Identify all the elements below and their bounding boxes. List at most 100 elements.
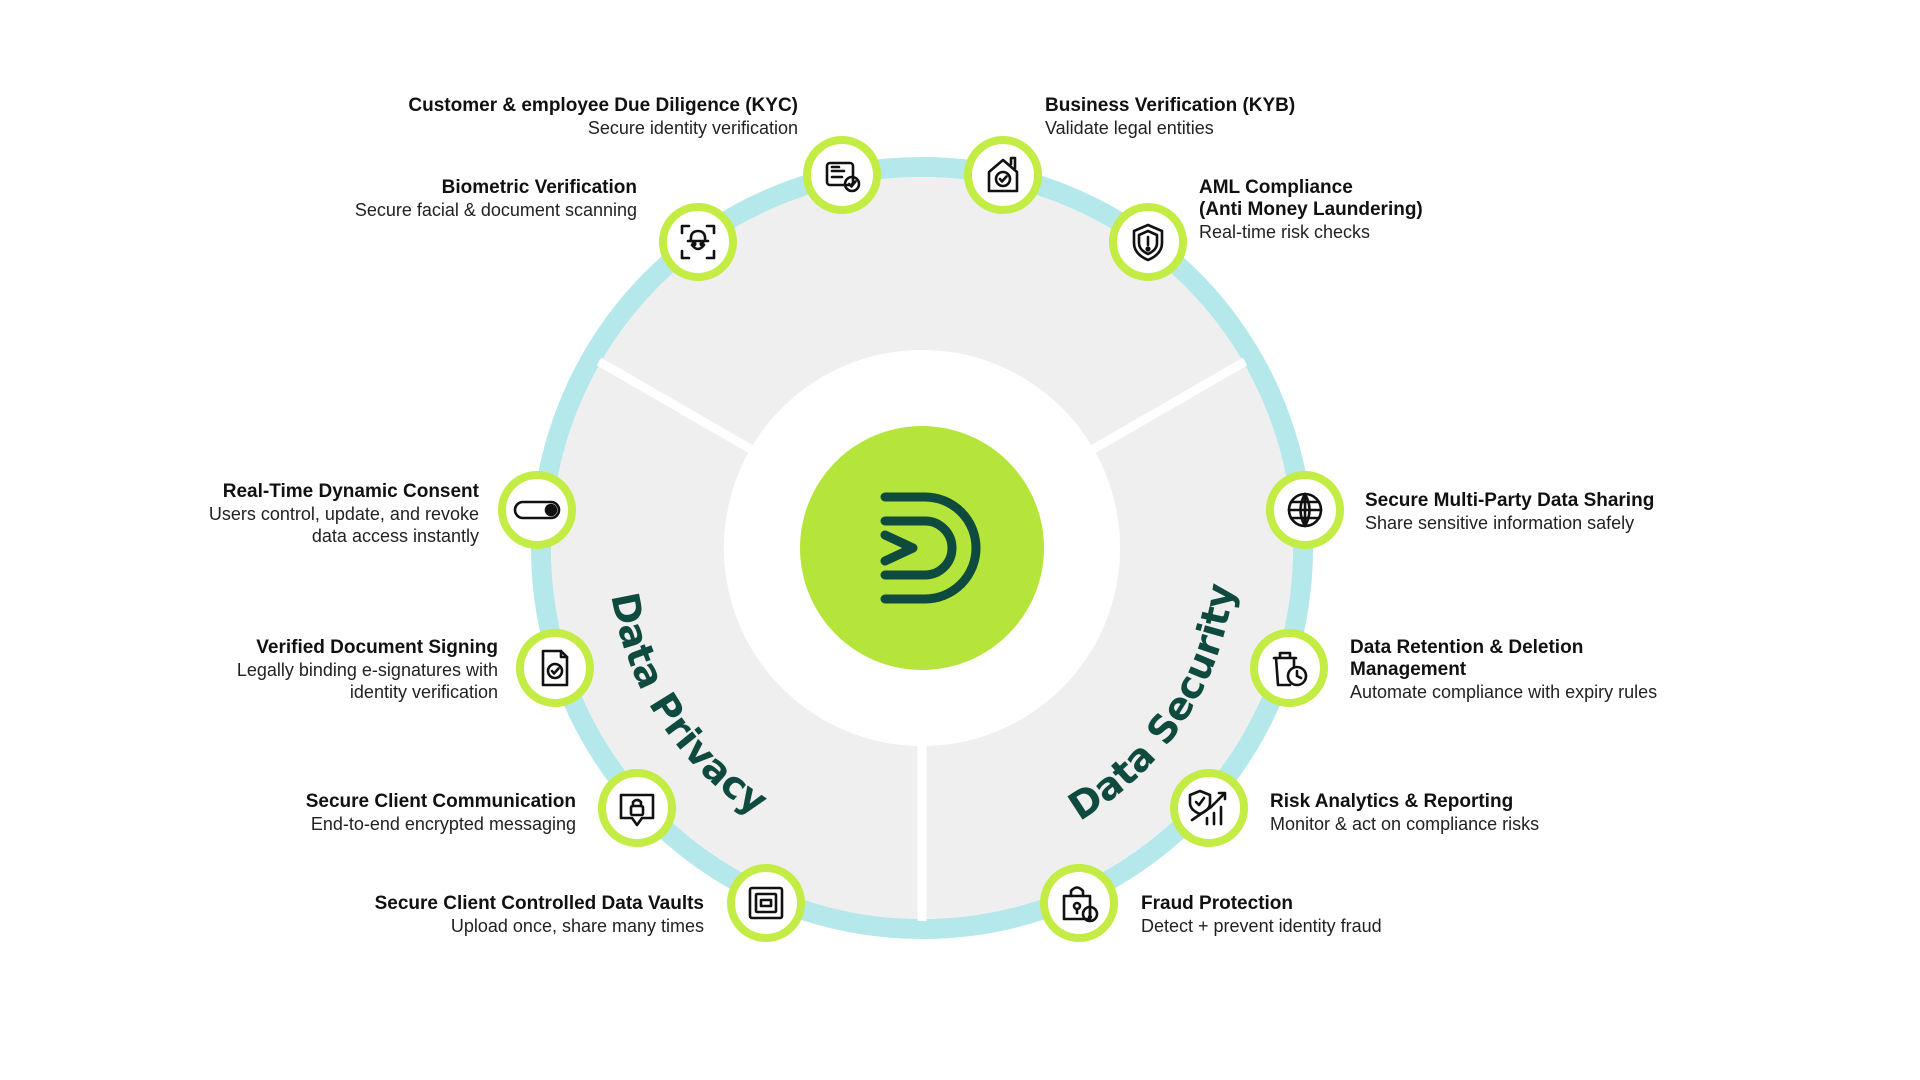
feature-desc: Validate legal entities <box>1045 117 1445 139</box>
feature-title-line: Verified Document Signing <box>256 637 498 658</box>
feature-desc-line: Monitor & act on compliance risks <box>1270 814 1540 834</box>
feature-title-line: AML Compliance <box>1199 177 1353 198</box>
house-check-icon <box>987 156 1019 193</box>
toggle-icon <box>513 500 561 520</box>
shield-alert-icon <box>1132 223 1164 262</box>
feature-title: Secure Client Controlled Data Vaults <box>304 893 704 915</box>
feature-title-line: Risk Analytics & Reporting <box>1270 791 1514 812</box>
node-sharing <box>1266 471 1344 549</box>
feature-title-line: Fraud Protection <box>1141 893 1294 914</box>
feature-risk: Risk Analytics & Reporting Monitor & act… <box>1270 791 1670 835</box>
node-aml <box>1109 203 1187 281</box>
sector-divider <box>596 357 757 455</box>
feature-fraud: Fraud Protection Detect + prevent identi… <box>1141 893 1541 937</box>
feature-desc: Secure identity verification <box>398 117 798 139</box>
node-circle <box>964 136 1042 214</box>
node-risk <box>1170 769 1248 847</box>
feature-title: Real-Time Dynamic Consent <box>79 481 479 503</box>
feature-desc-line: Legally binding e-signatures with <box>236 660 498 680</box>
node-consent <box>498 471 576 549</box>
vault-icon <box>748 886 784 920</box>
feature-title-line: Secure Client Communication <box>305 791 576 812</box>
feature-biometric: Biometric Verification Secure facial & d… <box>237 177 637 221</box>
sector-group <box>551 177 1293 919</box>
feature-title: Biometric Verification <box>237 177 637 199</box>
feature-desc: Secure facial & document scanning <box>237 199 637 221</box>
feature-title: Business Verification (KYB) <box>1045 95 1445 117</box>
feature-title: Verified Document Signing <box>98 637 498 659</box>
bag-alert-icon <box>1062 886 1099 923</box>
feature-desc: Upload once, share many times <box>304 915 704 937</box>
center-logo <box>800 426 1044 670</box>
feature-title: Secure Client Communication <box>176 791 576 813</box>
feature-title-line: Customer & employee Due Diligence (KYC) <box>408 95 798 116</box>
feature-title-line: (Anti Money Laundering) <box>1199 199 1423 220</box>
feature-title-line: Secure Client Controlled Data Vaults <box>374 893 704 914</box>
globe-icon <box>1287 492 1323 528</box>
feature-title: Fraud Protection <box>1141 893 1541 915</box>
node-fraud <box>1040 864 1118 942</box>
feature-communication: Secure Client Communication End-to-end e… <box>176 791 576 835</box>
feature-desc-line: Share sensitive information safely <box>1365 513 1635 533</box>
sector-divider <box>1087 357 1248 455</box>
node-signing <box>516 629 594 707</box>
feature-title: Customer & employee Due Diligence (KYC) <box>398 95 798 117</box>
feature-desc-line: Users control, update, and revoke <box>208 504 479 524</box>
node-communication <box>598 769 676 847</box>
feature-title: AML Compliance(Anti Money Laundering) <box>1199 177 1599 221</box>
feature-title-line: Secure Multi-Party Data Sharing <box>1365 490 1655 511</box>
feature-desc-line: identity verification <box>349 682 498 702</box>
feature-sharing: Secure Multi-Party Data Sharing Share se… <box>1365 490 1765 534</box>
feature-title-line: Management <box>1350 659 1467 680</box>
feature-aml: AML Compliance(Anti Money Laundering) Re… <box>1199 177 1599 243</box>
feature-title-line: Biometric Verification <box>441 177 637 198</box>
node-biometric <box>659 203 737 281</box>
sector-band <box>551 177 1293 919</box>
feature-desc-line: Secure facial & document scanning <box>354 200 637 220</box>
sector-dividers <box>596 357 1248 921</box>
feature-signing: Verified Document Signing Legally bindin… <box>98 637 498 703</box>
node-circle <box>1250 629 1328 707</box>
feature-title: Secure Multi-Party Data Sharing <box>1365 490 1765 512</box>
feature-desc: Monitor & act on compliance risks <box>1270 813 1670 835</box>
feature-title: Risk Analytics & Reporting <box>1270 791 1670 813</box>
node-circle <box>803 136 881 214</box>
node-kyb <box>964 136 1042 214</box>
shield-chart-icon <box>1188 789 1227 826</box>
d-logo-icon <box>880 492 981 604</box>
center-logo-circle <box>800 426 1044 670</box>
feature-kyb: Business Verification (KYB) Validate leg… <box>1045 95 1445 139</box>
node-kyc <box>803 136 881 214</box>
feature-nodes <box>498 136 1344 942</box>
feature-vaults: Secure Client Controlled Data Vaults Upl… <box>304 893 704 937</box>
node-circle <box>516 629 594 707</box>
feature-desc: Detect + prevent identity fraud <box>1141 915 1541 937</box>
feature-desc: Automate compliance with expiry rules <box>1350 681 1750 703</box>
node-vaults <box>727 864 805 942</box>
feature-desc-line: data access instantly <box>311 526 479 546</box>
message-lock-icon <box>619 793 655 827</box>
feature-desc: Real-time risk checks <box>1199 221 1599 243</box>
feature-consent: Real-Time Dynamic Consent Users control,… <box>79 481 479 547</box>
feature-desc-line: End-to-end encrypted messaging <box>310 814 576 834</box>
feature-title-line: Data Retention & Deletion <box>1350 637 1584 658</box>
feature-title-line: Real-Time Dynamic Consent <box>222 481 479 502</box>
feature-desc-line: Automate compliance with expiry rules <box>1350 682 1658 702</box>
feature-desc-line: Real-time risk checks <box>1199 222 1371 242</box>
document-check-icon <box>541 649 569 687</box>
node-circle <box>498 471 576 549</box>
id-card-check-icon <box>825 161 861 193</box>
node-circle <box>727 864 805 942</box>
feature-title-line: Business Verification (KYB) <box>1045 95 1296 116</box>
feature-desc-line: Detect + prevent identity fraud <box>1141 916 1382 936</box>
node-retention <box>1250 629 1328 707</box>
node-circle <box>598 769 676 847</box>
feature-desc-line: Upload once, share many times <box>450 916 704 936</box>
feature-desc-line: Validate legal entities <box>1045 118 1214 138</box>
feature-desc: Share sensitive information safely <box>1365 512 1765 534</box>
